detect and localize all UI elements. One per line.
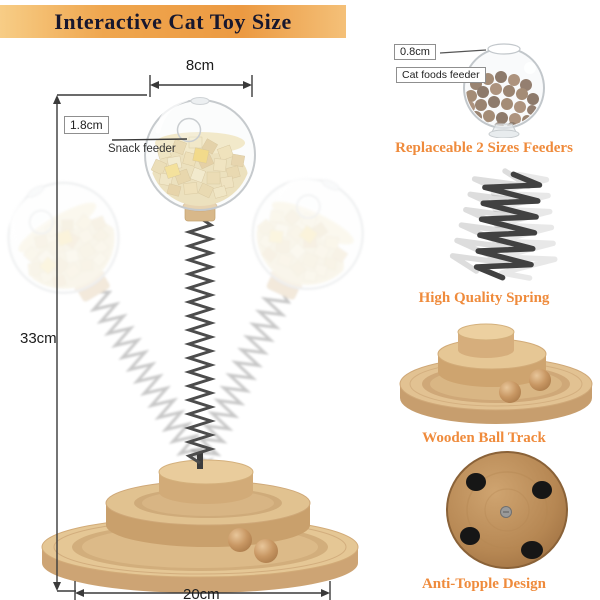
ball-track-graphic — [399, 323, 593, 424]
page-title: Interactive Cat Toy Size — [54, 8, 292, 34]
feeder-name-tag: Cat foods feeder — [396, 67, 486, 83]
feeder-size-tag: 0.8cm — [394, 44, 436, 60]
title-banner: Interactive Cat Toy Size — [0, 5, 346, 38]
spring-caption: High Quality Spring — [418, 290, 550, 306]
dim-height: 33cm — [20, 330, 57, 347]
wooden-base-graphic — [41, 459, 359, 593]
toy-diagram-graphic — [0, 75, 380, 600]
track-ball — [254, 539, 278, 563]
dim-base-width: 20cm — [183, 586, 220, 600]
dim-opening-size: 1.8cm — [64, 116, 109, 134]
dimension-lines — [56, 75, 331, 600]
dimension-arrowheads — [53, 81, 330, 597]
feeder-caption: Replaceable 2 Sizes Feeders — [395, 140, 573, 156]
antitopple-caption: Anti-Topple Design — [421, 576, 547, 592]
track-caption: Wooden Ball Track — [422, 430, 546, 446]
anti-topple-graphic — [446, 451, 568, 569]
snack-feeder-label: Snack feeder — [108, 143, 176, 155]
track-ball — [228, 528, 252, 552]
anti-slip-pads — [460, 473, 552, 559]
spring-graphic — [428, 166, 588, 286]
dim-globe-width: 8cm — [185, 57, 215, 74]
